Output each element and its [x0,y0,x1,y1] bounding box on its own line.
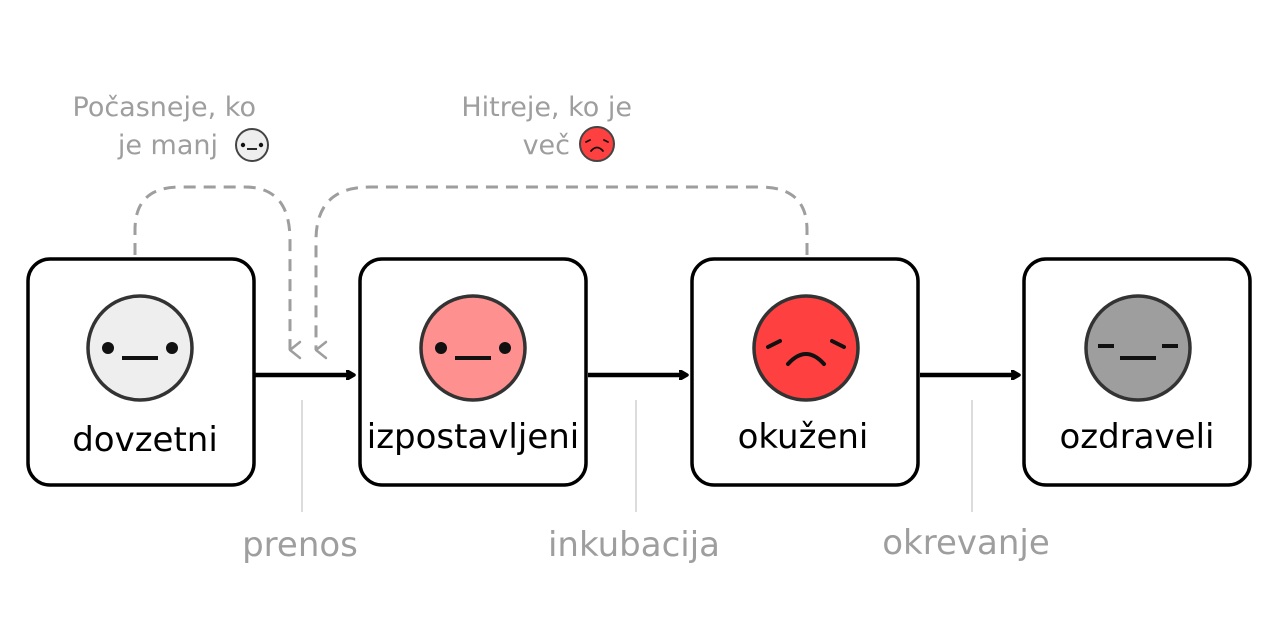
note-slower-line1: Počasneje, ko [73,92,257,123]
note-faster-line2: več [523,130,570,161]
faster-feedback-line [314,185,809,360]
note-faster-line1: Hitreje, ko je [461,92,632,123]
small-sad-face-icon [579,126,615,162]
note-slower-line2: je manj [117,130,218,161]
transition-label-prenos: prenos [242,525,358,565]
state-label-infected: okuženi [738,417,869,457]
closed-eyes-face-icon [1084,294,1192,402]
transition-label-okrevanje: okrevanje [882,523,1050,563]
small-neutral-face-icon [235,128,269,162]
state-box-exposed: izpostavljeni [358,257,588,487]
neutral-face-icon [86,294,194,402]
state-box-recovered: ozdraveli [1022,257,1252,487]
transition-label-inkubacija: inkubacija [548,525,720,565]
state-label-susceptible: dovzetni [72,420,218,460]
state-label-exposed: izpostavljeni [367,417,579,457]
neutral-face-icon [419,294,527,402]
slower-feedback-line [133,185,302,360]
sad-face-icon [752,294,860,402]
state-label-recovered: ozdraveli [1060,417,1215,457]
note-faster: Hitreje, ko je več [461,92,632,162]
note-slower: Počasneje, ko je manj [73,92,269,162]
state-box-infected: okuženi [690,257,920,487]
state-box-susceptible: dovzetni [26,257,256,487]
